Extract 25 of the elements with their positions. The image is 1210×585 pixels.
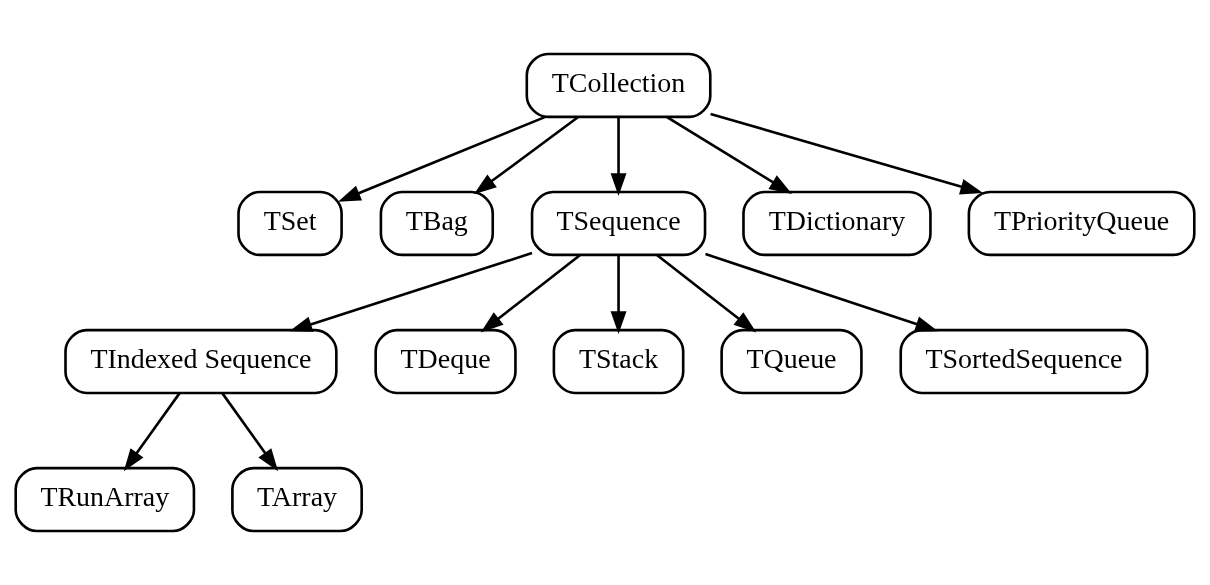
arrow xyxy=(656,254,757,333)
node-box: TSortedSequence xyxy=(899,328,1149,395)
arrow xyxy=(610,255,627,334)
node-box: TCollection xyxy=(525,52,712,119)
node-box: TDeque xyxy=(374,328,517,395)
arrow xyxy=(610,117,627,196)
arrow xyxy=(289,251,533,332)
arrow xyxy=(123,392,181,472)
arrow xyxy=(221,392,279,472)
node-box: TQueue xyxy=(720,328,863,395)
arrow xyxy=(705,252,939,332)
node-box: TIndexed Sequence xyxy=(64,328,338,395)
node-box: TDictionary xyxy=(742,190,932,257)
arrow xyxy=(473,116,579,195)
node-box: TRunArray xyxy=(14,466,196,533)
node-box: TSequence xyxy=(530,190,707,257)
arrow xyxy=(338,115,546,202)
node-box: TPriorityQueue xyxy=(967,190,1196,257)
node-box: TSet xyxy=(237,190,343,257)
node-box: TArray xyxy=(231,466,363,533)
node-box: TBag xyxy=(379,190,495,257)
arrow xyxy=(666,115,792,195)
arrow xyxy=(480,254,581,333)
node-box: TStack xyxy=(552,328,685,395)
arrow xyxy=(710,112,984,195)
